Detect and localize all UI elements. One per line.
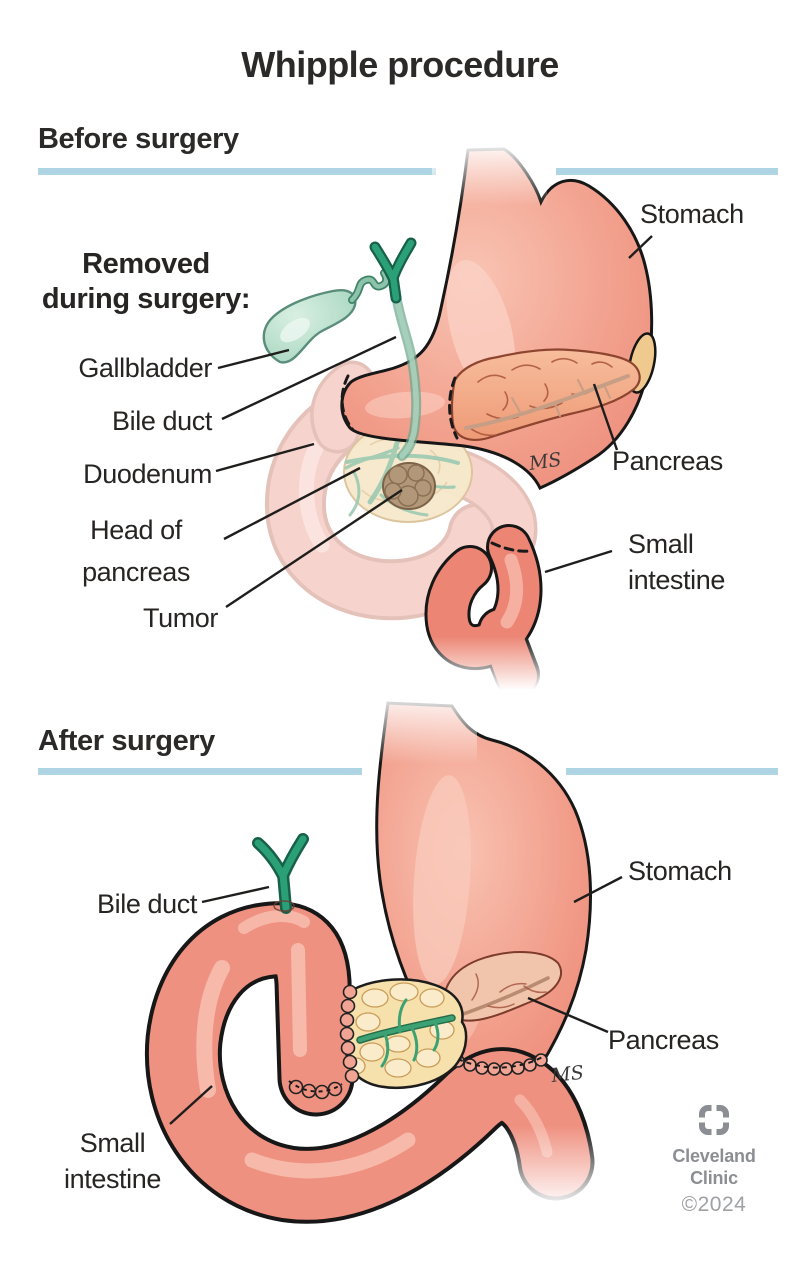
pancreas-shape-after	[344, 978, 468, 1089]
artist-signature-after: MS	[549, 1062, 585, 1087]
leader-line-small-intestine-after	[169, 1085, 213, 1125]
divider-before-left	[38, 168, 436, 175]
page-title: Whipple procedure	[241, 44, 559, 85]
label-pancreas-before: Pancreas	[612, 446, 723, 476]
bile-duct-lower	[391, 290, 422, 461]
label-head-of-pancreas: Head of pancreas	[82, 515, 190, 587]
label-pancreas-after: Pancreas	[608, 1025, 719, 1055]
label-gallbladder: Gallbladder	[78, 353, 212, 383]
pancreas-sutures	[339, 984, 360, 1084]
leader-line-pancreas-after	[527, 996, 609, 1034]
esophagus-fade-after	[352, 690, 477, 764]
label-stomach-before: Stomach	[640, 199, 744, 229]
leader-line-small-intestine	[544, 549, 613, 574]
esophagus-fade	[432, 140, 547, 206]
divider-after-left	[38, 768, 362, 775]
divider-before-right	[556, 168, 778, 175]
leader-line-tumor	[225, 489, 403, 608]
label-stomach-after: Stomach	[628, 856, 732, 886]
leader-lines-after	[169, 875, 623, 1125]
resection-dashed-line-pancreas	[448, 376, 459, 440]
bile-duct-icon	[369, 237, 417, 304]
label-duodenum: Duodenum	[83, 459, 212, 489]
artist-signature: MS	[527, 449, 563, 475]
leader-line-stomach	[628, 235, 653, 259]
label-small-intestine-before: Small intestine	[628, 529, 725, 595]
small-intestine-shape-after	[144, 901, 595, 1224]
after-surgery-illustration: MS	[144, 690, 623, 1224]
before-surgery-illustration: MS	[215, 140, 657, 690]
label-bile-duct-after: Bile duct	[97, 889, 197, 919]
leader-line-duodenum	[215, 442, 315, 473]
after-surgery-heading: After surgery	[38, 725, 215, 757]
leader-line-pancreas	[592, 383, 619, 451]
leader-line-bile-duct	[221, 335, 397, 421]
copyright: ©2024	[681, 1193, 747, 1216]
label-bile-duct: Bile duct	[112, 406, 212, 436]
brand-name: Cleveland Clinic	[672, 1146, 756, 1188]
tumor-shape	[382, 462, 436, 510]
leader-line-gallbladder	[217, 348, 290, 370]
cleveland-clinic-logo-icon	[698, 1104, 730, 1136]
label-tumor: Tumor	[142, 603, 218, 633]
pancreas-shape	[450, 348, 641, 441]
gallbladder-shape	[262, 269, 391, 364]
leader-lines	[215, 235, 653, 608]
leader-line-head-of-pancreas	[223, 466, 361, 541]
divider-after-right	[566, 768, 778, 775]
leader-line-bile-duct-after	[201, 885, 270, 904]
before-surgery-heading: Before surgery	[38, 123, 239, 155]
intestine-fade-after	[505, 1126, 605, 1218]
brand-block: Cleveland Clinic ©2024	[652, 1104, 776, 1217]
label-small-intestine-after: Small intestine	[64, 1128, 161, 1194]
removed-during-surgery-title: Removed during surgery:	[41, 248, 251, 315]
stump-sutures	[288, 1079, 343, 1100]
leader-line-stomach-after	[573, 875, 623, 904]
bile-duct-icon-after	[252, 833, 309, 914]
intestine-fade	[420, 636, 580, 690]
pancreas-tail-shape	[443, 951, 563, 1022]
resection-dashed-line-intestine	[490, 541, 532, 553]
resection-dashed-line-stomach	[340, 374, 355, 432]
